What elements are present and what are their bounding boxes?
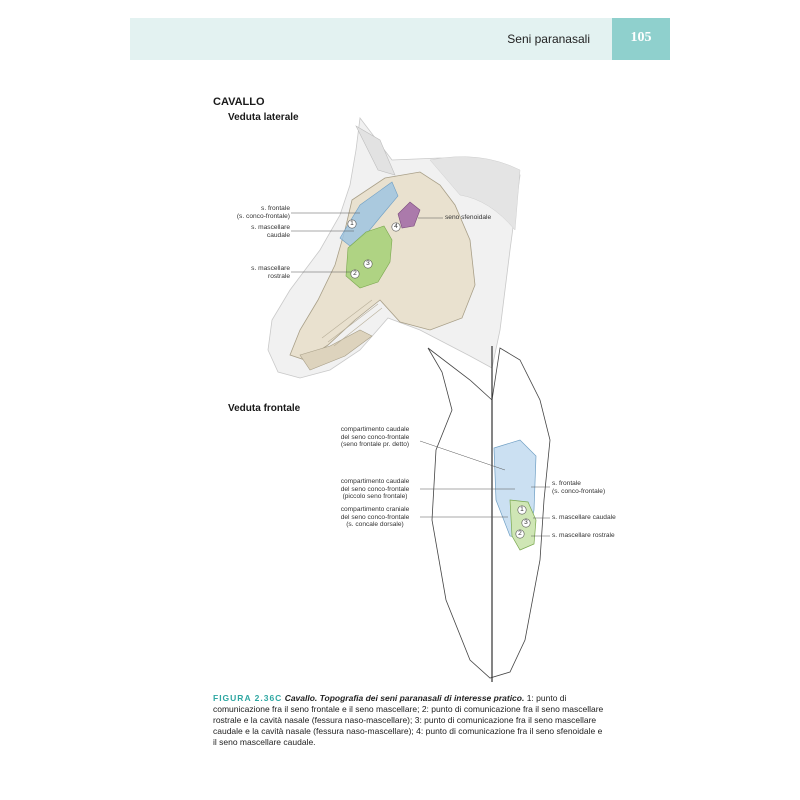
lateral-marker-2 — [350, 269, 360, 279]
running-header-title: Seni paranasali — [507, 32, 590, 46]
frontal-label-comp-craniale: compartimento craniale del seno conco-fr… — [340, 506, 410, 529]
frontal-marker-3 — [521, 518, 531, 528]
page-number-box: 105 — [612, 18, 670, 60]
lateral-label-maxillary-caudal: s. mascellare caudale — [251, 224, 290, 239]
section-title: CAVALLO — [213, 96, 265, 108]
lateral-head-illustration — [267, 116, 521, 379]
lateral-marker-4-label: 4 — [394, 223, 398, 230]
lateral-marker-1-label: 1 — [350, 220, 354, 227]
frontal-marker-3-label: 3 — [524, 519, 528, 526]
frontal-label-maxillary-caudal: s. mascellare caudale — [552, 514, 616, 521]
figure-caption-text: 1: punto di comunicazione fra il seno fr… — [213, 693, 604, 747]
lateral-label-sphenoid: seno sfenoidale — [445, 214, 492, 221]
figure-label: FIGURA 2.36C — [213, 693, 283, 703]
frontal-view-title: Veduta frontale — [228, 403, 301, 414]
frontal-marker-2-label: 2 — [518, 530, 522, 537]
lateral-marker-3 — [363, 259, 373, 269]
sphenoid-sinus-lateral — [397, 201, 421, 229]
frontal-marker-1 — [517, 505, 527, 515]
figure-title: Cavallo. Topografia dei seni paranasali … — [284, 693, 525, 703]
lateral-marker-3-label: 3 — [366, 260, 370, 267]
lateral-label-maxillary-rostral: s. mascellare rostrale — [251, 265, 290, 280]
frontal-label-maxillary-rostral: s. mascellare rostrale — [552, 532, 615, 539]
frontal-label-frontal: s. frontale (s. conco-frontale) — [552, 480, 606, 495]
frontal-label-comp-caudale-pr: compartimento caudale del seno conco-fro… — [340, 426, 410, 449]
lateral-marker-1 — [347, 219, 357, 229]
lateral-view-title: Veduta laterale — [228, 112, 299, 123]
lateral-label-frontal: s. frontale (s. conco-frontale) — [236, 205, 290, 220]
frontal-marker-1-label: 1 — [520, 506, 524, 513]
frontal-head-outline — [427, 347, 551, 679]
mane-shape — [429, 156, 521, 231]
lateral-marker-4 — [391, 222, 401, 232]
frontal-head-illustration — [419, 346, 551, 682]
frontal-label-comp-caudale-piccolo: compartimento caudale del seno conco-fro… — [340, 478, 410, 501]
ear-shape — [355, 125, 396, 176]
mandible-shape — [299, 329, 373, 371]
figure-caption: FIGURA 2.36C Cavallo. Topografia dei sen… — [213, 693, 605, 748]
page-number: 105 — [630, 30, 652, 45]
teeth-lines — [321, 299, 383, 347]
running-header: Seni paranasali — [130, 18, 612, 60]
frontal-marker-2 — [515, 529, 525, 539]
lateral-marker-2-label: 2 — [353, 270, 357, 277]
